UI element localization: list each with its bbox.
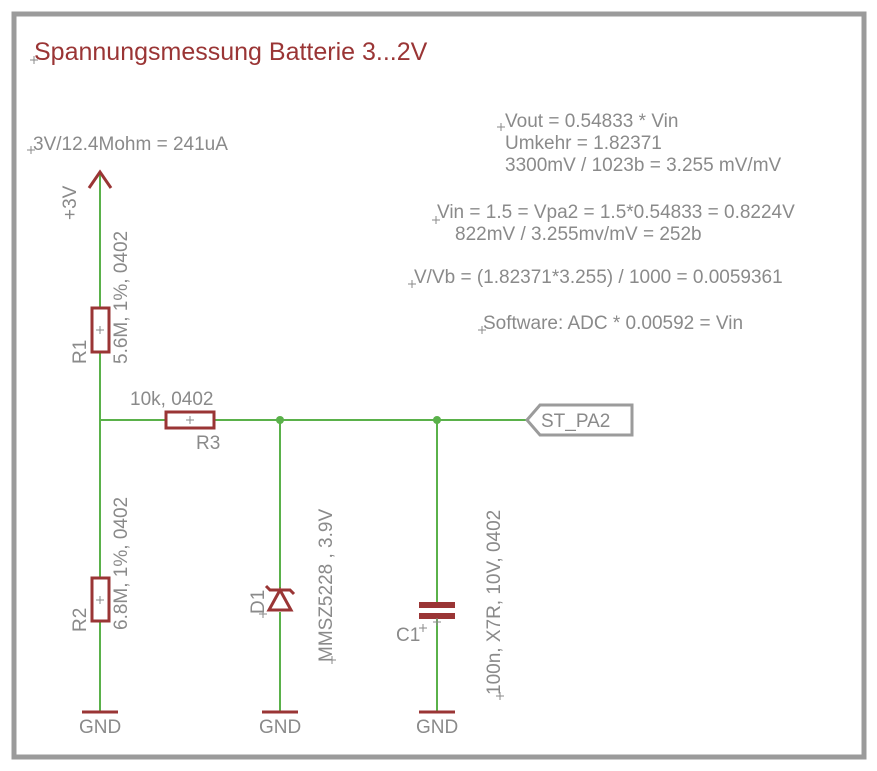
current-note: 3V/12.4Mohm = 241uA [33,134,228,155]
port-label: ST_PA2 [541,411,610,432]
r1-name: R1 [70,340,91,364]
zener-diode-d1: D1 MMSZ5228 , 3.9V [248,509,337,664]
r3-value: 10k, 0402 [130,389,213,410]
ground-symbol: GND [79,710,121,738]
ground-label: GND [259,717,301,738]
ground-label: GND [416,717,458,738]
resistor-r1: R1 5.6M, 1%, 0402 [70,231,132,364]
resistor-r2: R2 6.8M, 1%, 0402 [70,497,132,632]
schematic-title: Spannungsmessung Batterie 3...2V [34,38,428,66]
r3-name: R3 [196,433,220,454]
sheet-frame [11,11,867,760]
port-st-pa2: ST_PA2 [525,403,634,437]
c1-value: 100n, X7R, 10V, 0402 [484,510,505,695]
capacitor-c1: C1 100n, X7R, 10V, 0402 [396,510,505,700]
note-line: V/Vb = (1.82371*3.255) / 1000 = 0.005936… [414,267,783,288]
d1-value: MMSZ5228 , 3.9V [316,509,337,662]
ground-symbol: GND [416,710,458,738]
r2-value: 6.8M, 1%, 0402 [111,497,132,630]
resistor-r3: 10k, 0402 R3 [130,389,220,454]
note-line: 822mV / 3.255mv/mV = 252b [455,224,702,245]
ground-symbol: GND [259,710,301,738]
note-line: Vout = 0.54833 * Vin [505,111,678,132]
calculation-notes: Vout = 0.54833 * Vin Umkehr = 1.82371 33… [408,111,795,334]
supply-label: +3V [60,185,81,220]
title-origin-mark [30,56,38,64]
wires [99,172,527,712]
note-line: Software: ADC * 0.00592 = Vin [483,313,743,334]
note-line: Vin = 1.5 = Vpa2 = 1.5*0.54833 = 0.8224V [437,202,795,223]
r2-name: R2 [70,608,91,632]
note-line: 3300mV / 1023b = 3.255 mV/mV [505,155,782,176]
r1-value: 5.6M, 1%, 0402 [111,231,132,364]
c1-name: C1 [396,625,420,646]
junction-dot [276,416,284,424]
junction-dot [433,416,441,424]
note-line: Umkehr = 1.82371 [505,133,662,154]
supply-symbol: +3V [60,169,113,220]
ground-label: GND [79,717,121,738]
d1-name: D1 [248,590,269,614]
